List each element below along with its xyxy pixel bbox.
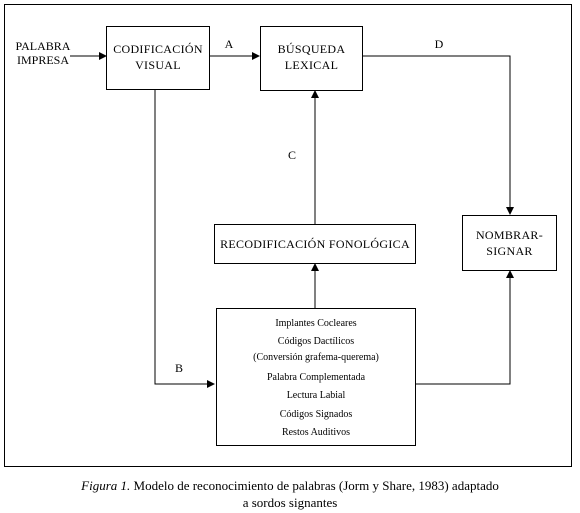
source-codigos-dactilicos: Códigos Dactílicos [277, 336, 355, 347]
source-implantes-cocleares: Implantes Cocleares [275, 318, 357, 329]
box-busqueda-lexical: BÚSQUEDA LEXICAL [260, 26, 363, 91]
source-conversion-grafema: (Conversión grafema-querema) [253, 352, 379, 363]
route-label-c: C [287, 148, 296, 162]
nombrar-line-2: SIGNAR [486, 244, 533, 258]
figure-caption-line-2: a sordos signantes [242, 495, 338, 510]
caption-text-line-1: Modelo de reconocimiento de palabras (Jo… [130, 478, 499, 493]
diagram-frame [4, 4, 572, 467]
source-lectura-labial: Lectura Labial [286, 390, 346, 401]
arrow-sources-to-nombrar [416, 270, 514, 385]
box-codificacion-visual: CODIFICACIÓN VISUAL [106, 26, 210, 90]
source-palabra-complementada: Palabra Complementada [266, 372, 366, 383]
input-label-line-2: IMPRESA [16, 53, 69, 67]
codificacion-line-1: CODIFICACIÓN [113, 42, 203, 56]
input-label-palabra-impresa: PALABRA IMPRESA [14, 39, 72, 67]
route-label-b: B [174, 361, 183, 375]
nombrar-line-1: NOMBRAR- [475, 228, 544, 242]
busqueda-line-1: BÚSQUEDA [277, 42, 346, 56]
source-restos-auditivos: Restos Auditivos [281, 427, 351, 438]
box-nombrar-signar: NOMBRAR- SIGNAR [462, 215, 557, 271]
input-label-line-1: PALABRA [15, 39, 71, 53]
recodificacion-label: RECODIFICACIÓN FONOLÓGICA [220, 237, 410, 251]
busqueda-line-2: LEXICAL [284, 58, 339, 72]
arrow-route-d [362, 55, 514, 215]
arrow-route-b [154, 90, 215, 388]
codificacion-line-2: VISUAL [135, 58, 181, 72]
route-label-a: A [224, 37, 234, 51]
caption-figure-number: Figura 1. [81, 478, 131, 493]
route-label-d: D [434, 37, 444, 51]
figure-caption: Figura 1. Modelo de reconocimiento de pa… [0, 477, 580, 494]
box-sources: Implantes Cocleares Códigos Dactílicos (… [216, 308, 416, 446]
box-recodificacion-fonologica: RECODIFICACIÓN FONOLÓGICA [214, 224, 416, 264]
source-codigos-signados: Códigos Signados [279, 409, 353, 420]
